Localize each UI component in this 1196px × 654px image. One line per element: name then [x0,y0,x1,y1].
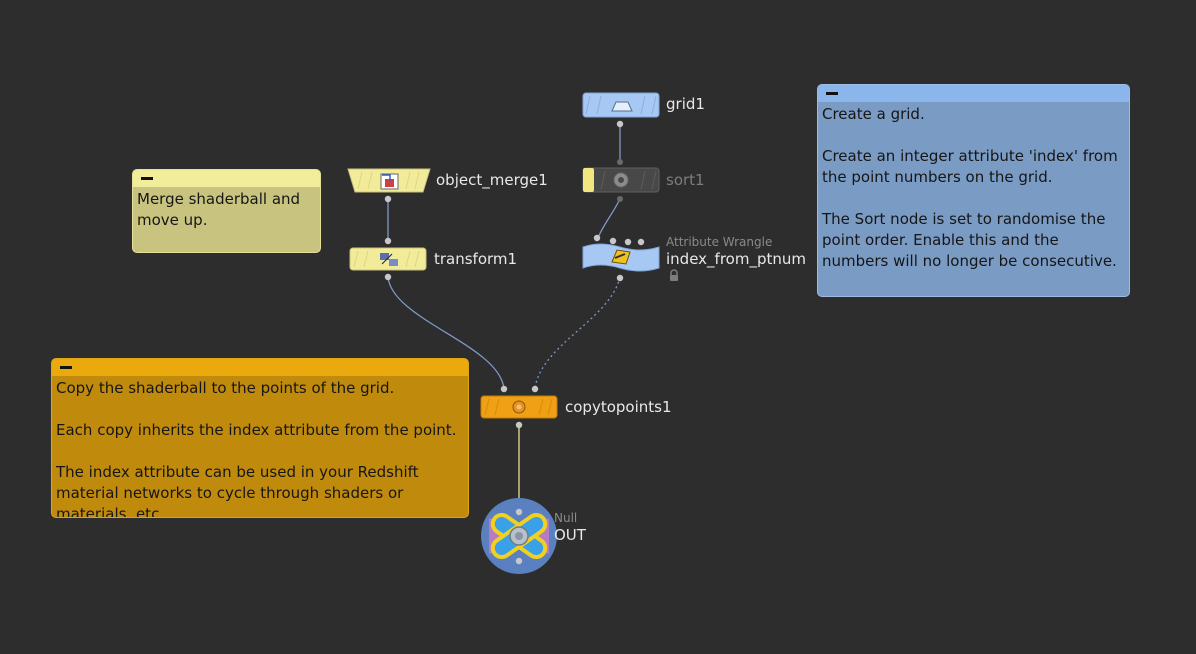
sticky-note-header[interactable] [52,359,468,376]
out-type-label: Null [554,511,578,525]
sticky-note-text[interactable]: Copy the shaderball to the points of the… [56,379,457,518]
sticky-note-text[interactable]: Merge shaderball and move up. [137,190,301,229]
sticky-note-text[interactable]: Create a grid. Create an integer attribu… [822,105,1118,270]
null-icon [489,512,549,560]
node-grid1[interactable] [582,92,660,128]
out-label: OUT [554,526,586,544]
sort-gear-icon [613,172,629,188]
lock-icon [670,269,678,281]
node-transform1[interactable] [349,237,427,281]
wrangle-icon [611,249,631,265]
minimize-icon[interactable] [60,366,72,369]
object-merge-icon [380,173,399,190]
sticky-note-copy[interactable]: Copy the shaderball to the points of the… [51,358,469,518]
node-index-from-ptnum[interactable] [582,234,660,282]
grid1-label: grid1 [666,95,705,113]
minimize-icon[interactable] [826,92,838,95]
transform1-label: transform1 [434,250,518,268]
node-out[interactable] [481,498,557,574]
wire-transform-copy[interactable] [387,276,505,390]
wrangle-type-label: Attribute Wrangle [666,235,773,249]
copy-icon [512,400,526,414]
sticky-note-header[interactable] [818,85,1129,102]
transform-icon [380,253,398,266]
sort1-label: sort1 [666,171,705,189]
minimize-icon[interactable] [141,177,153,180]
wire-sort1-wrangle[interactable] [597,198,621,239]
node-object-merge1[interactable] [347,168,431,203]
node-copytopoints1[interactable] [480,385,558,429]
node-sort1[interactable] [582,159,660,202]
wrangle-label: index_from_ptnum [666,250,806,268]
sticky-note-merge[interactable]: Merge shaderball and move up. [132,169,321,253]
sticky-note-header[interactable] [133,170,320,187]
sticky-note-grid[interactable]: Create a grid. Create an integer attribu… [817,84,1130,297]
wire-wrangle-copy[interactable] [534,276,621,390]
grid-icon [611,101,633,112]
copytopoints1-label: copytopoints1 [565,398,672,416]
object-merge1-label: object_merge1 [436,171,548,189]
